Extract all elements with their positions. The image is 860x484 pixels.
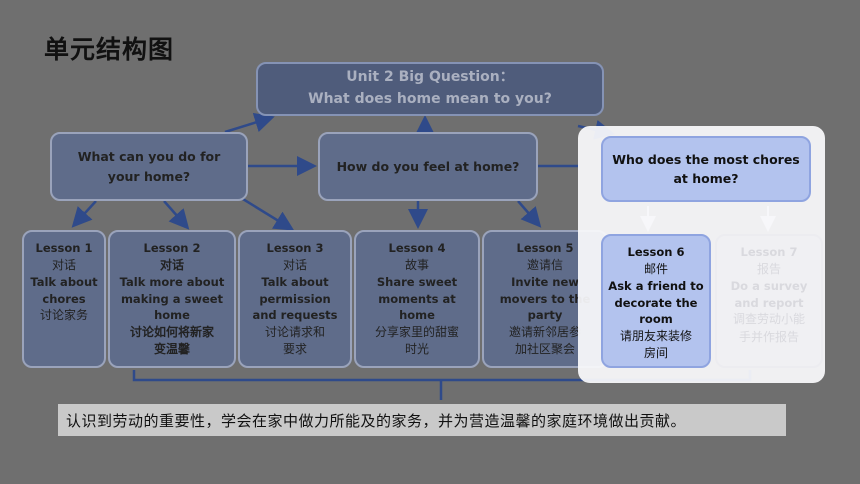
lesson-card-1: Lesson 1 对话 Talk about chores 讨论家务	[22, 230, 106, 368]
lesson-chinese: 邀请新邻居参 加社区聚会	[508, 325, 581, 357]
lesson-number: Lesson 2	[143, 241, 201, 255]
lesson-english: Share sweet moments at home	[376, 275, 458, 323]
lesson-type: 对话	[51, 257, 76, 272]
lesson-english: Talk more about making a sweet home	[119, 275, 225, 323]
lesson-type: 故事	[404, 257, 429, 272]
big-question-box: Unit 2 Big Question： What does home mean…	[256, 62, 604, 116]
lesson-card-3: Lesson 3 对话 Talk about permission and re…	[238, 230, 352, 368]
lesson-number: Lesson 5	[516, 241, 574, 255]
lesson-number: Lesson 6	[627, 245, 685, 259]
big-question-line2: What does home mean to you?	[308, 91, 552, 107]
lesson-type: 邀请信	[526, 257, 563, 272]
lesson-chinese: 讨论如何将新家 变温馨	[129, 325, 214, 357]
lesson-chinese: 分享家里的甜蜜 时光	[374, 325, 459, 357]
page-title: 单元结构图	[44, 35, 175, 64]
lesson-english: Invite new movers to the party	[499, 275, 591, 323]
lesson-type: 对话	[282, 257, 307, 272]
lesson-card-4: Lesson 4 故事 Share sweet moments at home …	[354, 230, 480, 368]
question-box-2: How do you feel at home?	[318, 132, 538, 201]
summary-text: 认识到劳动的重要性，学会在家中做力所能及的家务，并为营造温馨的家庭环境做出贡献。	[58, 404, 786, 436]
lesson-card-7: Lesson 7 报告 Do a survey and report 调查劳动小…	[715, 234, 823, 368]
lesson-chinese: 请朋友来装修 房间	[619, 329, 692, 361]
lesson-english: Do a survey and report	[730, 279, 808, 310]
lesson-english: Talk about chores	[30, 275, 98, 306]
lesson-chinese: 讨论请求和 要求	[264, 325, 325, 357]
lesson-number: Lesson 3	[266, 241, 324, 255]
lesson-number: Lesson 1	[35, 241, 93, 255]
lesson-english: Talk about permission and requests	[252, 275, 338, 323]
lesson-chinese: 调查劳动小能 手并作报告	[732, 312, 805, 344]
lesson-type: 报告	[756, 261, 781, 276]
lesson-english: Ask a friend to decorate the room	[608, 279, 704, 327]
lesson-card-2: Lesson 2 对话 Talk more about making a swe…	[108, 230, 236, 368]
lesson-card-6: Lesson 6 邮件 Ask a friend to decorate the…	[601, 234, 711, 368]
lesson-number: Lesson 7	[740, 245, 798, 259]
big-question-line1: Unit 2 Big Question：	[346, 69, 514, 86]
lesson-type: 对话	[159, 257, 184, 272]
lesson-number: Lesson 4	[388, 241, 446, 255]
question-box-3: Who does the most chores at home?	[601, 136, 811, 202]
lesson-chinese: 讨论家务	[39, 308, 88, 323]
question-box-1: What can you do for your home?	[50, 132, 248, 201]
lesson-type: 邮件	[643, 261, 668, 276]
